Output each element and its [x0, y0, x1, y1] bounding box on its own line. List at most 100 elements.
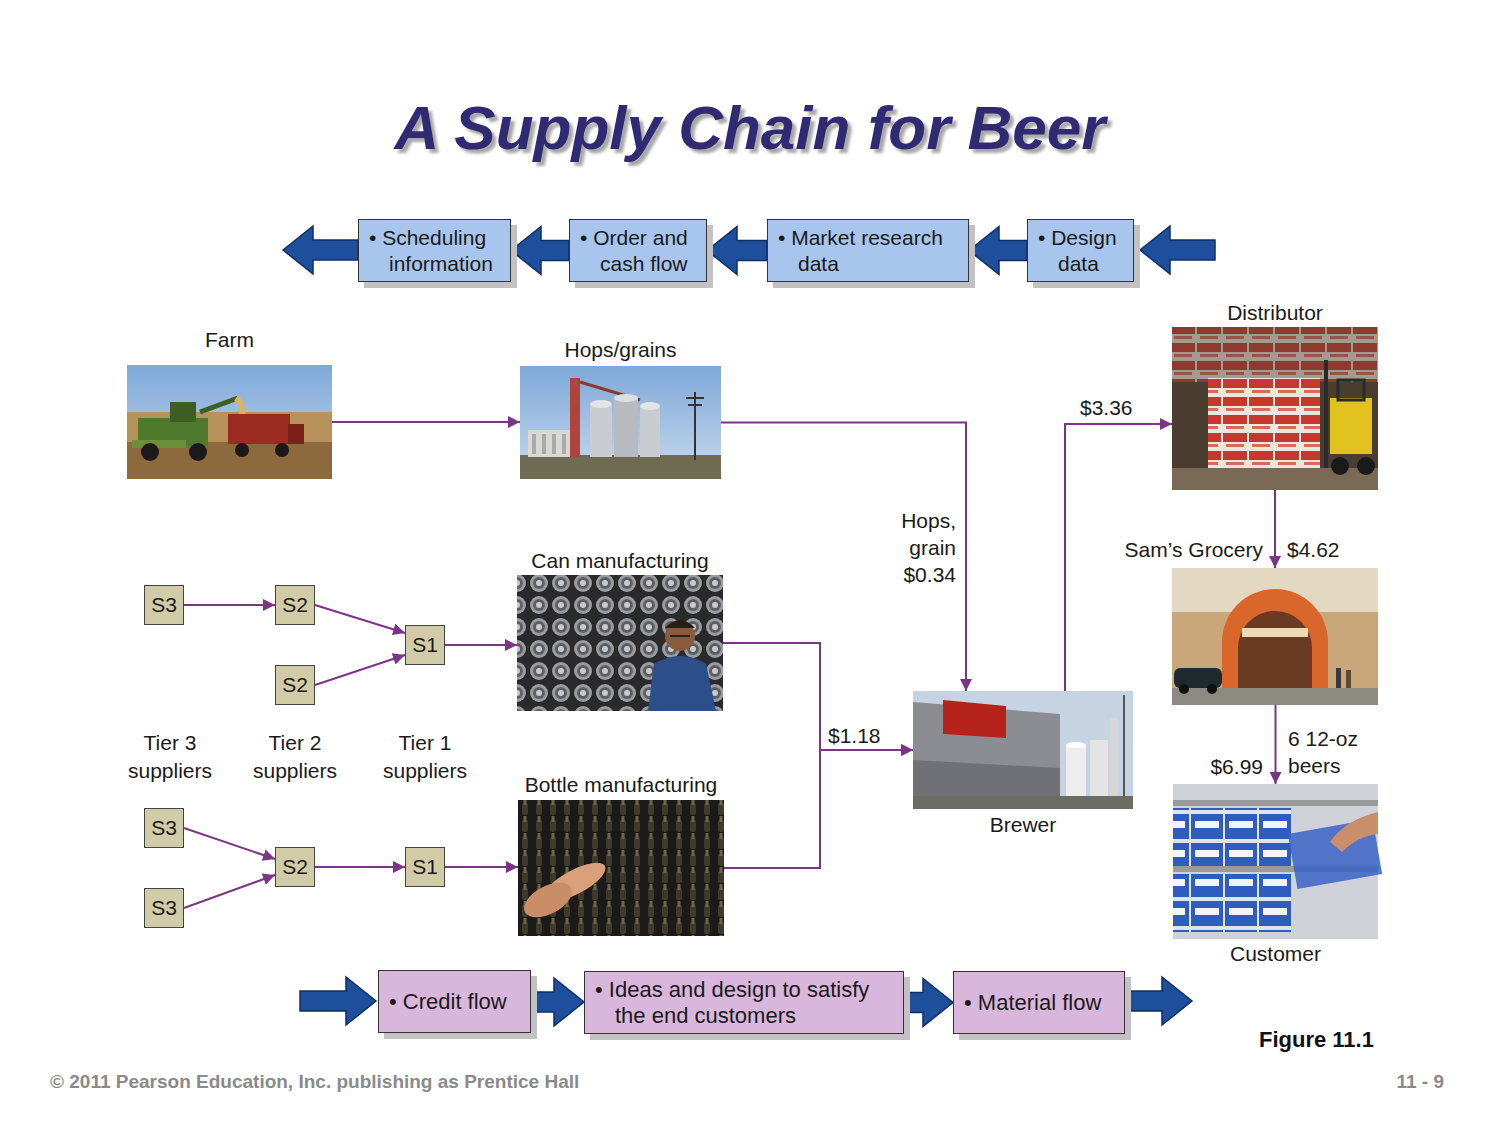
farm-photo: [127, 442, 332, 479]
flow-arrow-decoration: [1128, 977, 1192, 1025]
supplier-box: S3: [144, 888, 184, 928]
can-factory-photo: [665, 620, 695, 628]
flow-connector: [332, 421, 520, 423]
flow-connector: [315, 605, 405, 633]
grain-elevator-photo: [640, 406, 660, 457]
brewery-photo: [1066, 742, 1086, 748]
flow-connector: [723, 643, 913, 750]
can-factory-photo: [517, 575, 723, 711]
customer-photo: [1330, 812, 1378, 852]
flow-connector: [721, 423, 966, 692]
flow-box: • Design data: [1027, 219, 1134, 282]
supplier-box: S2: [275, 585, 315, 625]
distributor-photo: [1338, 380, 1364, 400]
supplier-label: S3: [145, 896, 183, 920]
supplier-box: S1: [405, 625, 445, 665]
grain-elevator-photo: [640, 402, 660, 410]
photo-node: Hops/grains: [520, 366, 721, 479]
photo-heading: Distributor: [1112, 301, 1438, 325]
distributor-photo: [1208, 378, 1320, 470]
flow-box: • Credit flow: [378, 970, 531, 1033]
flow-connector: [184, 604, 275, 606]
farm-photo: [170, 402, 196, 422]
distributor-photo: [1324, 360, 1328, 468]
tier-label: Tier 2 suppliers: [235, 729, 355, 785]
photo-node: Brewer: [913, 691, 1133, 809]
grain-elevator-photo: [614, 398, 638, 457]
customer-photo: [1173, 784, 1382, 939]
can-factory-photo: [665, 621, 695, 651]
grocery-store-photo: [1346, 670, 1351, 688]
grocery-store-photo: [1207, 684, 1217, 694]
flow-box-text: • Order and cash flow: [570, 222, 706, 280]
farm-photo: [288, 424, 304, 444]
grain-elevator-photo: [590, 400, 612, 408]
customer-photo: [1173, 874, 1291, 932]
brewery-photo: [1123, 695, 1125, 800]
supplier-box: S2: [275, 665, 315, 705]
distributor-photo: [1172, 327, 1378, 382]
tier-label: Tier 3 suppliers: [110, 729, 230, 785]
block-arrow: [707, 227, 767, 275]
title: A Supply Chain for Beer: [0, 92, 1500, 164]
block-arrow: [904, 979, 953, 1027]
copyright-note: © 2011 Pearson Education, Inc. publishin…: [50, 1070, 850, 1094]
photo-heading: Brewer: [853, 813, 1193, 837]
supplier-label: S2: [276, 593, 314, 617]
flow-connector: [315, 866, 405, 868]
grocery-store-photo: [1179, 684, 1189, 694]
farm-photo: [275, 443, 289, 457]
supplier-label: S3: [145, 816, 183, 840]
photo-heading: Farm: [67, 328, 392, 352]
figure-caption: Figure 11.1: [1259, 1027, 1374, 1053]
grain-elevator-photo: [520, 455, 721, 479]
flow-box: • Order and cash flow: [569, 219, 707, 282]
block-arrow: [969, 227, 1027, 275]
grain-elevator-photo: [520, 366, 721, 479]
flow-connector: [445, 644, 517, 646]
flow-box-text: • Material flow: [954, 987, 1124, 1019]
supplier-box: S1: [405, 847, 445, 887]
farm-photo: [200, 398, 238, 412]
supplier-label: S1: [406, 633, 444, 657]
distributor-photo: [1330, 398, 1372, 454]
can-factory-photo: [517, 575, 723, 711]
farm-photo: [127, 365, 332, 479]
price-label: $3.36: [1080, 394, 1150, 421]
flow-connector: [1274, 490, 1276, 568]
supplier-label: S2: [276, 855, 314, 879]
farm-photo: [132, 440, 186, 448]
farm-photo: [127, 365, 332, 479]
photo-node: Customer: [1173, 784, 1378, 939]
flow-connector: [1275, 705, 1277, 784]
grain-elevator-photo: [520, 366, 721, 479]
grain-elevator-photo: [552, 434, 556, 454]
photo-node: Can manufacturing: [517, 575, 723, 711]
brewery-photo: [1066, 745, 1086, 800]
flow-arrow-decoration: [283, 226, 1215, 1025]
photo-heading: Hops/grains: [460, 338, 781, 362]
distributor-photo: [1331, 457, 1349, 475]
photo-node: Farm: [127, 365, 332, 479]
flow-connector: [184, 875, 275, 908]
grain-elevator-photo: [686, 397, 704, 399]
farm-photo: [141, 443, 159, 461]
distributor-photo: [1357, 457, 1375, 475]
tier-label: Tier 1 suppliers: [365, 729, 485, 785]
brewery-photo: [913, 691, 1133, 809]
grain-elevator-photo: [562, 434, 566, 454]
grocery-store-photo: [1242, 628, 1308, 637]
photo-heading: Sam’s Grocery: [1125, 538, 1263, 562]
supplier-box: S3: [144, 585, 184, 625]
grocery-store-photo: [1336, 668, 1341, 688]
flow-box-text: • Ideas and design to satisfy the end cu…: [585, 974, 903, 1032]
supplier-label: S3: [145, 593, 183, 617]
quantity-label: 6 12-oz beers: [1288, 725, 1378, 779]
flow-box-text: • Market research data: [768, 222, 968, 280]
grain-elevator-photo: [614, 394, 638, 402]
grain-elevator-photo: [532, 434, 536, 454]
photo-node: Bottle manufacturing: [518, 800, 724, 936]
flow-box-text: • Design data: [1028, 222, 1133, 280]
price-label: $6.99: [1193, 753, 1263, 780]
